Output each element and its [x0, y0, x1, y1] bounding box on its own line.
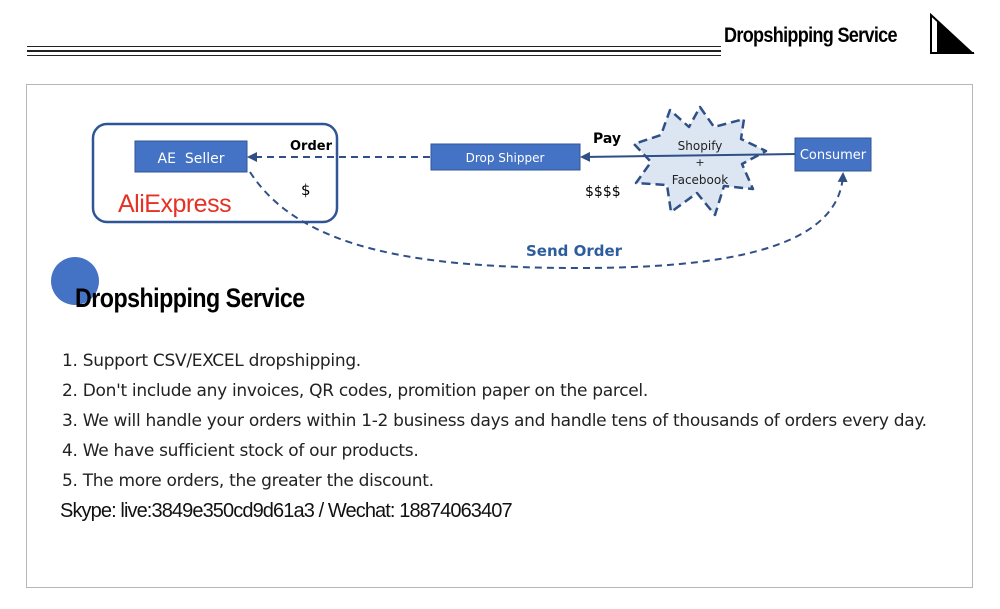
drop-shipper-box — [430, 143, 581, 171]
pay-label: Pay — [593, 131, 621, 147]
header-rule — [27, 46, 721, 59]
consumer-label: Consumer — [800, 148, 867, 163]
header-triangle-icon — [930, 13, 975, 54]
consumer-box — [794, 137, 872, 172]
shipper-payment-label: $$$$ — [585, 184, 621, 200]
feature-item: 1. Support CSV/EXCEL dropshipping. — [62, 351, 361, 371]
send-order-arrow — [249, 171, 848, 270]
seller-payment-label: $ — [301, 181, 311, 199]
send-order-label: Send Order — [526, 242, 623, 260]
pay-arrow — [580, 151, 796, 162]
platform-facebook-label: Facebook — [672, 173, 728, 187]
contact-info: Skype: live:3849e350cd9d61a3 / Wechat: 1… — [60, 500, 513, 522]
feature-list: 1. Support CSV/EXCEL dropshipping. 2. Do… — [62, 346, 927, 496]
section-bullet-dot — [51, 257, 99, 305]
feature-item: 2. Don't include any invoices, QR codes,… — [62, 381, 648, 401]
ae-seller-label: AE Seller — [158, 151, 225, 167]
order-label: Order — [290, 139, 333, 154]
platform-plus-label: + — [695, 156, 704, 169]
feature-item: 3. We will handle your orders within 1-2… — [62, 411, 927, 431]
drop-shipper-label: Drop Shipper — [466, 151, 545, 165]
platform-shopify-label: Shopify — [678, 139, 723, 153]
header-title: Dropshipping Service — [724, 24, 898, 47]
section-title: Dropshipping Service — [75, 283, 305, 313]
platform-star-shape — [632, 105, 768, 217]
feature-item: 4. We have sufficient stock of our produ… — [62, 441, 419, 461]
feature-item: 5. The more orders, the greater the disc… — [62, 471, 434, 491]
aliexpress-logo: AliExpress — [118, 190, 231, 218]
